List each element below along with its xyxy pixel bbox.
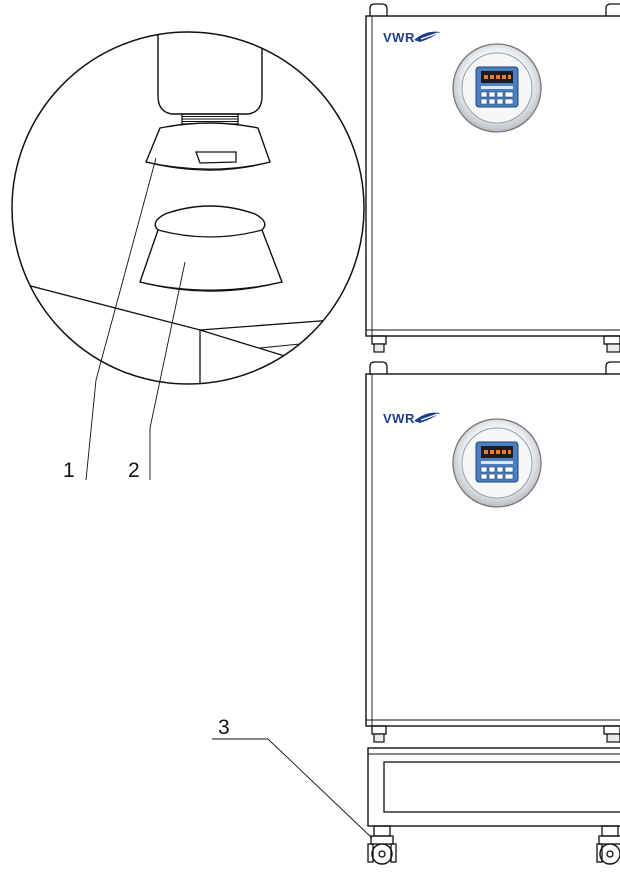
lower-control-panel-icon xyxy=(452,418,542,508)
right-caster-icon xyxy=(596,825,620,865)
callout-2: 2 xyxy=(128,261,186,482)
upper-unit-brand-label: VWR xyxy=(383,30,415,45)
lower-unit: VWR xyxy=(365,361,620,743)
callout-2-label: 2 xyxy=(128,459,140,482)
callout-3-label: 3 xyxy=(218,716,230,739)
callout-1: 1 xyxy=(63,157,157,482)
mobile-stand xyxy=(367,747,620,865)
lower-unit-brand-label: VWR xyxy=(383,411,415,426)
upper-control-panel-icon xyxy=(452,43,542,133)
upper-unit: VWR xyxy=(365,3,620,353)
callout-3: 3 xyxy=(212,716,373,839)
left-caster-icon xyxy=(367,825,397,865)
detail-magnifier xyxy=(11,31,365,385)
callout-1-label: 1 xyxy=(63,459,75,482)
